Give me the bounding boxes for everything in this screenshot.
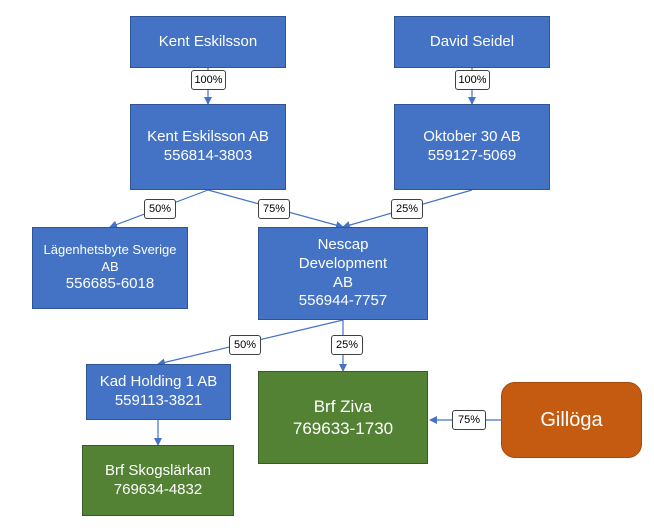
node-name: Oktober 30 AB xyxy=(423,128,521,146)
ownership-label-kentab-to-nescap: 75% xyxy=(258,199,290,219)
ownership-label-david-to-oktober: 100% xyxy=(455,70,490,90)
node-lagenhetsbyte-sverige-ab: Lägenhetsbyte Sverige AB 556685-6018 xyxy=(32,227,188,309)
node-orgnr: 559127-5069 xyxy=(427,147,517,164)
node-brf-ziva: Brf Ziva 769633-1730 xyxy=(258,371,428,464)
ownership-label-nescap-to-kad: 50% xyxy=(229,335,261,355)
node-name: Lägenhetsbyte Sverige AB xyxy=(43,242,177,274)
node-name: Kent Eskilsson AB xyxy=(147,128,269,146)
node-orgnr: 556685-6018 xyxy=(65,274,155,292)
node-orgnr: 556814-3803 xyxy=(163,147,253,164)
ownership-label-gilloga-to-ziva: 75% xyxy=(452,410,486,430)
node-kent-eskilsson: Kent Eskilsson xyxy=(130,16,286,68)
node-name: Brf Skogslärkan xyxy=(105,461,211,479)
node-orgnr: 769633-1730 xyxy=(292,418,394,438)
node-orgnr: 769634-4832 xyxy=(113,480,203,498)
node-name: Gillöga xyxy=(540,408,603,431)
ownership-label-nescap-to-ziva: 25% xyxy=(331,335,363,355)
node-name: Nescap Development AB xyxy=(298,236,388,291)
node-name: Kent Eskilsson xyxy=(158,32,258,50)
ownership-label-kentab-to-lagenhetsbyte: 50% xyxy=(144,199,176,219)
node-orgnr: 559113-3821 xyxy=(114,392,203,409)
node-oktober-30-ab: Oktober 30 AB 559127-5069 xyxy=(394,104,550,190)
node-name: Brf Ziva xyxy=(313,397,373,417)
ownership-label-oktober-to-nescap: 25% xyxy=(391,199,423,219)
ownership-label-kent-to-kentab: 100% xyxy=(191,70,226,90)
node-brf-skogslarkan: Brf Skogslärkan 769634-4832 xyxy=(82,445,234,516)
node-name: David Seidel xyxy=(429,32,515,50)
node-kad-holding-1-ab: Kad Holding 1 AB 559113-3821 xyxy=(86,364,231,420)
node-kent-eskilsson-ab: Kent Eskilsson AB 556814-3803 xyxy=(130,104,286,190)
node-orgnr: 556944-7757 xyxy=(298,292,388,310)
node-name: Kad Holding 1 AB xyxy=(99,373,218,391)
node-david-seidel: David Seidel xyxy=(394,16,550,68)
node-gilloga: Gillöga xyxy=(501,382,642,458)
node-nescap-development-ab: Nescap Development AB 556944-7757 xyxy=(258,227,428,320)
